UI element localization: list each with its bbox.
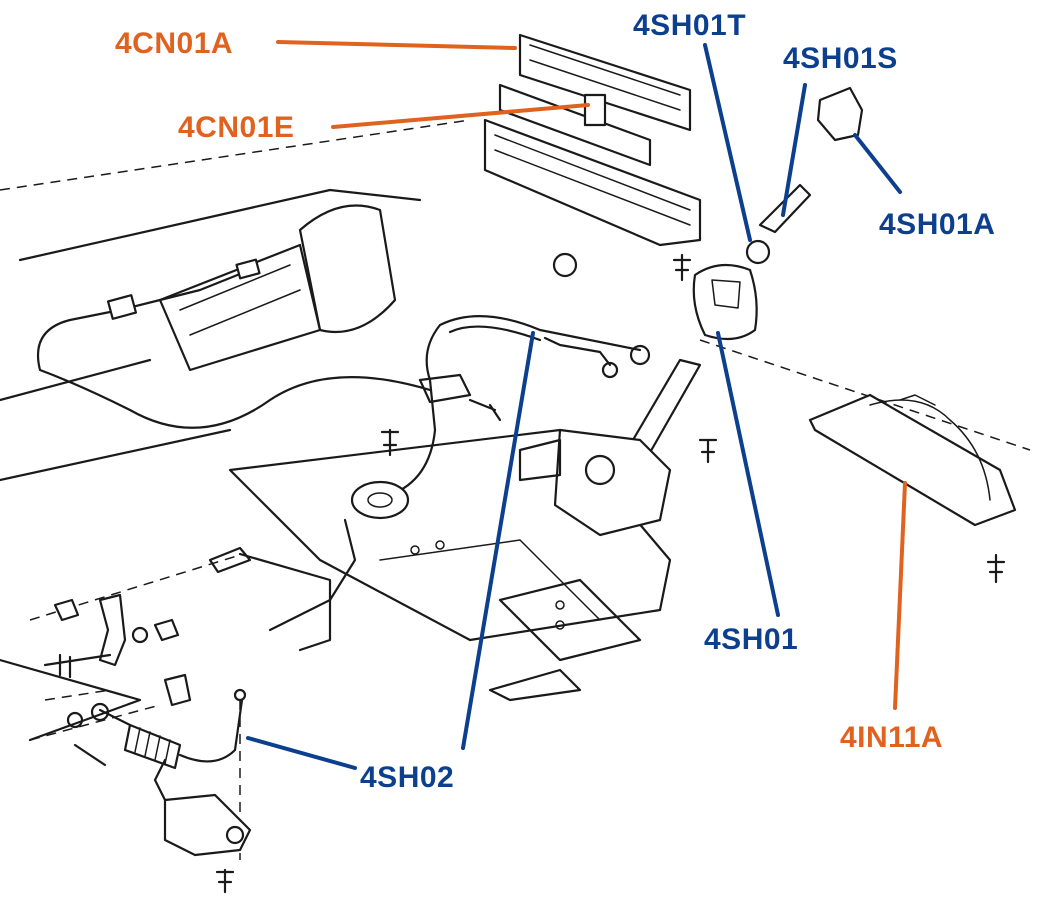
centerline-left-b	[29, 704, 161, 741]
leader-4sh01s	[781, 83, 807, 217]
nut	[153, 618, 180, 642]
shifter-pivot	[584, 454, 616, 486]
bracket-hole	[225, 825, 245, 845]
label-console-clip: 4CN01E	[178, 111, 294, 144]
bolt-hole	[435, 540, 445, 550]
cable-clip	[629, 344, 651, 366]
shift-cable-part	[388, 315, 642, 497]
label-shifter: 4SH01	[704, 623, 798, 656]
console-trim-part	[518, 33, 692, 132]
retainer-clip-part	[552, 252, 578, 278]
floor-edge	[0, 358, 232, 482]
console-clip-part	[583, 93, 607, 127]
shifter-base-part	[553, 428, 672, 537]
leader-4cn01e	[331, 103, 590, 129]
leader-4sh01t	[703, 43, 752, 242]
lower-cable-boot	[123, 723, 182, 770]
mount-foot	[488, 668, 582, 702]
label-shift-boot: 4IN11A	[840, 721, 943, 754]
shift-boot-part	[808, 393, 1017, 527]
leader-4sh02-upper	[461, 331, 535, 750]
bracket-edge	[153, 758, 167, 802]
cable-pin	[468, 398, 502, 422]
label-shift-cable: 4SH02	[360, 761, 454, 794]
leader-4sh02-lower	[246, 736, 357, 770]
line-art	[0, 33, 1031, 894]
grommet-hole	[367, 492, 393, 508]
bolt-hole	[410, 545, 420, 555]
bolt-hole	[555, 620, 565, 630]
park-cable	[36, 308, 432, 429]
leader-4in11a	[893, 481, 907, 710]
linkage-outline	[0, 658, 142, 742]
linkage-rod-end	[208, 546, 252, 574]
cable-rod	[543, 336, 612, 367]
part-labels: 4CN01A 4CN01E 4SH01T 4SH01S 4SH01A 4SH01…	[115, 9, 995, 794]
transmission-body	[298, 204, 397, 334]
lower-cable-end	[178, 698, 244, 763]
screw	[215, 868, 235, 894]
cotter-pin	[73, 743, 107, 767]
nut	[53, 598, 80, 622]
label-shift-knob-clip: 4SH01T	[633, 9, 746, 42]
mount-bracket	[498, 578, 642, 662]
screw	[698, 438, 718, 464]
retainer-clip-part	[745, 239, 771, 265]
label-console-trim: 4CN01A	[115, 27, 233, 60]
park-cable-end	[118, 268, 252, 312]
screw	[380, 428, 400, 457]
label-shift-knob-spring: 4SH01S	[783, 42, 898, 75]
cable-connector	[235, 258, 261, 280]
leader-4sh01a	[853, 133, 902, 194]
floor-pan-step	[379, 539, 601, 621]
cable-washer	[601, 361, 619, 379]
cable-eye	[233, 688, 247, 702]
screw	[986, 553, 1006, 584]
centerline-upper	[0, 119, 471, 191]
linkage-bolt	[43, 653, 112, 679]
shift-boot-fold	[869, 399, 991, 501]
centerline-left-c	[44, 689, 111, 701]
bolt-hole	[555, 600, 565, 610]
cable-boot	[418, 373, 472, 404]
transmission-ribs	[179, 264, 301, 336]
leader-4sh01	[716, 331, 780, 617]
shift-knob-window	[711, 279, 741, 309]
washer	[66, 711, 84, 729]
shifter-bracket	[518, 438, 562, 482]
floor-grommet	[350, 480, 410, 520]
lower-bracket	[163, 793, 252, 857]
shift-knob-part	[692, 263, 758, 341]
shift-boot-neck	[899, 394, 936, 406]
label-shift-knob-cap: 4SH01A	[879, 208, 995, 241]
lower-pin	[98, 708, 132, 727]
shift-cap-part	[816, 86, 864, 142]
leader-lines	[246, 40, 907, 770]
washer	[90, 702, 110, 722]
linkage-lever	[98, 593, 127, 667]
washer	[131, 626, 149, 644]
leader-4cn01a	[276, 40, 517, 50]
screw	[672, 253, 692, 282]
centerline-right	[699, 339, 1031, 451]
boot-ribs	[134, 727, 171, 765]
tunnel-edge	[18, 188, 422, 262]
shift-cable-inner	[448, 325, 542, 342]
console-trim-detail	[529, 44, 681, 111]
linkage-clip	[163, 673, 192, 707]
cable-connector	[106, 294, 138, 320]
linkage-rod	[238, 552, 332, 652]
console-channel-detail	[494, 134, 691, 226]
